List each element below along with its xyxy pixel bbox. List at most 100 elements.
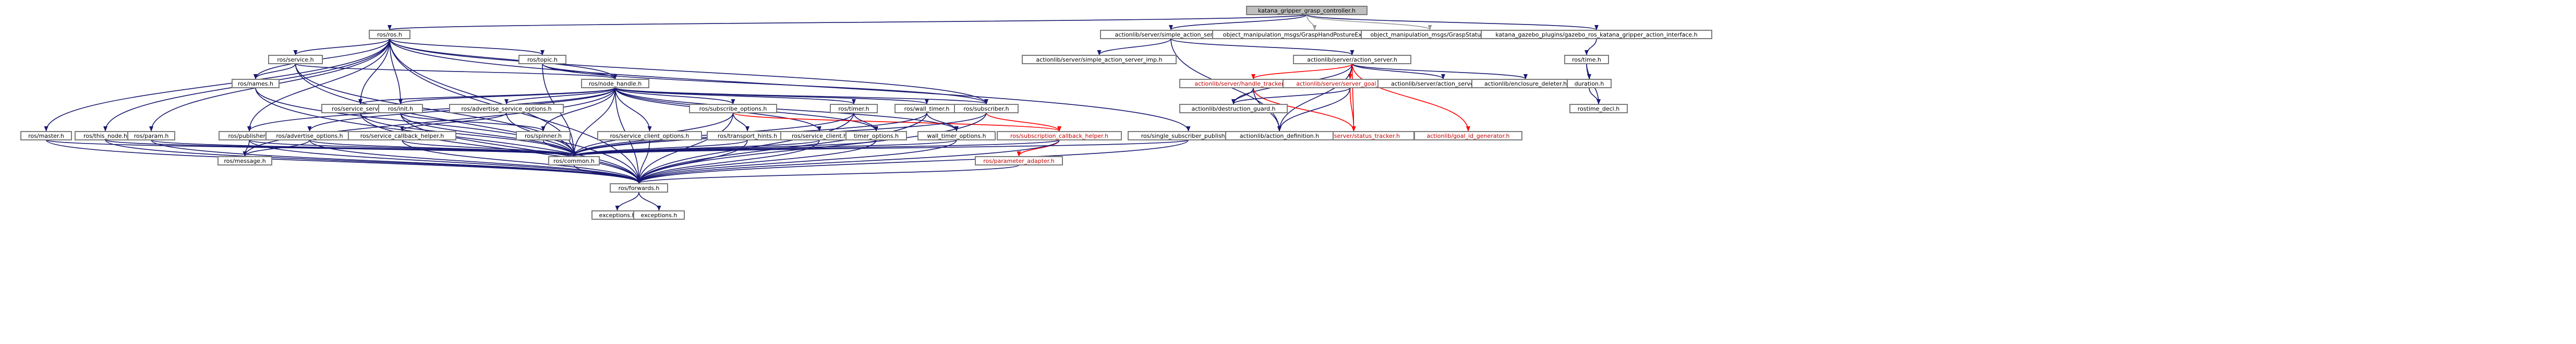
edge-ros-srv-cb-helper-to-ros-common <box>402 139 576 157</box>
edge-ros-master-to-ros-forwards <box>45 139 641 184</box>
node-box <box>268 55 323 64</box>
node-box <box>348 131 456 140</box>
node-label: object_manipulation_msgs/GraspStatus.h <box>1370 31 1489 38</box>
node-box <box>232 79 280 88</box>
node-label: actionlib/goal_id_generator.h <box>1427 133 1510 139</box>
node-box <box>917 131 996 140</box>
node-ros-common[interactable]: ros/common.h <box>548 156 600 165</box>
edge-ros-srv-cb-helper-to-ros-forwards <box>402 139 641 184</box>
node-box <box>581 79 649 88</box>
node-ros-adv-opts[interactable]: ros/advertise_options.h <box>265 131 354 140</box>
node-ros-param-adapter[interactable]: ros/parameter_adapter.h <box>975 156 1063 165</box>
edge-ros-service-to-ros-names <box>253 63 296 79</box>
node-label: exceptions.h <box>641 212 678 219</box>
node-label: ros/single_subscriber_publisher.h <box>1141 133 1236 139</box>
edge-ros-duration-to-rostime-decl <box>1589 87 1601 104</box>
node-root[interactable]: katana_gripper_grasp_controller.h <box>1246 6 1368 15</box>
edge-al-action-server-to-al-enc-del <box>1351 63 1528 79</box>
node-ros-wall-timer-opts[interactable]: wall_timer_options.h <box>917 131 996 140</box>
node-box <box>633 210 685 220</box>
node-ros-forwards[interactable]: ros/forwards.h <box>610 183 668 193</box>
node-ros-init[interactable]: ros/init.h <box>378 104 423 113</box>
node-al-action-server[interactable]: actionlib/server/action_server.h <box>1293 55 1411 64</box>
node-ros-service[interactable]: ros/service.h <box>268 55 323 64</box>
node-rostime-decl[interactable]: rostime_decl.h <box>1569 104 1628 113</box>
edge-ros-node-handle-to-ros-service-server <box>358 87 616 104</box>
node-ros-service-client[interactable]: ros/service_client.h <box>780 131 858 140</box>
edge-ros-node-handle-to-ros-spinner <box>541 87 616 132</box>
edge-ros-ros-to-ros-service <box>293 38 390 55</box>
node-ros-spinner[interactable]: ros/spinner.h <box>516 131 571 140</box>
node-al-sas-imp[interactable]: actionlib/server/simple_action_server_im… <box>1022 55 1177 64</box>
node-label: katana_gripper_grasp_controller.h <box>1258 7 1356 14</box>
node-label: duration.h <box>1575 80 1604 87</box>
node-ros-duration[interactable]: duration.h <box>1567 79 1612 88</box>
node-box <box>597 131 702 140</box>
node-box <box>369 30 410 39</box>
edge-root-to-om-gs <box>1306 14 1432 30</box>
node-ros-wall-timer[interactable]: ros/wall_timer.h <box>894 104 959 113</box>
node-al-goal-id-gen[interactable]: actionlib/goal_id_generator.h <box>1414 131 1522 140</box>
node-label: timer_options.h <box>854 133 899 139</box>
node-label: actionlib/server/simple_action_server_im… <box>1036 56 1163 63</box>
node-label: ros/common.h <box>553 158 595 164</box>
edge-ros-node-handle-to-ros-init <box>398 87 616 104</box>
edge-root-to-al-sas <box>1169 14 1308 30</box>
edge-ros-node-handle-to-ros-publisher <box>247 87 616 132</box>
edge-ros-init-to-ros-common <box>400 112 576 157</box>
edge-ros-single-sub-pub-to-ros-common <box>572 139 1189 157</box>
node-ros-names[interactable]: ros/names.h <box>232 79 280 88</box>
node-ros-transport-hints[interactable]: ros/transport_hints.h <box>707 131 788 140</box>
edge-ros-node-handle-to-ros-timer <box>614 87 856 104</box>
node-ros-timer-opts[interactable]: timer_options.h <box>845 131 907 140</box>
node-box <box>1225 131 1334 140</box>
node-al-action-def[interactable]: actionlib/action_definition.h <box>1225 131 1334 140</box>
node-al-sas[interactable]: actionlib/server/simple_action_server.h <box>1100 30 1242 39</box>
edge-ros-service-server-to-ros-forwards <box>360 112 641 184</box>
edge-ros-single-sub-pub-to-ros-forwards <box>637 139 1189 184</box>
node-ros-node-handle[interactable]: ros/node_handle.h <box>581 79 649 88</box>
edge-ros-param-to-ros-common <box>151 139 576 157</box>
edge-ros-ros-to-ros-master <box>44 38 390 132</box>
edge-ros-topic-to-ros-node-handle <box>542 63 618 79</box>
node-ros-param[interactable]: ros/param.h <box>127 131 175 140</box>
node-ros-this-node[interactable]: ros/this_node.h <box>75 131 136 140</box>
node-ros-subscriber[interactable]: ros/subscriber.h <box>954 104 1019 113</box>
node-ros-sub-opts[interactable]: ros/subscribe_options.h <box>689 104 777 113</box>
node-ros-master[interactable]: ros/master.h <box>20 131 72 140</box>
node-box <box>1179 104 1288 113</box>
edge-ros-service-server-to-ros-common <box>360 112 576 157</box>
edge-ros-init-to-ros-forwards <box>400 112 641 184</box>
node-ros-adv-srv-opts[interactable]: ros/advertise_service_options.h <box>449 104 564 113</box>
node-box <box>1246 6 1368 15</box>
node-label: actionlib/server/action_server.h <box>1307 56 1397 63</box>
node-box <box>1567 79 1612 88</box>
node-label: actionlib/server/simple_action_server.h <box>1115 31 1227 38</box>
node-kg-action[interactable]: katana_gazebo_plugins/gazebo_ros_katana_… <box>1481 30 1712 39</box>
node-label: ros/service_client.h <box>792 133 847 139</box>
node-label: ros/service_callback_helper.h <box>360 133 444 139</box>
node-ros-ros[interactable]: ros/ros.h <box>369 30 410 39</box>
node-exceptions2[interactable]: exceptions.h <box>633 210 685 220</box>
node-ros-sub-cb-helper[interactable]: ros/subscription_callback_helper.h <box>997 131 1122 140</box>
edge-ros-service-client-to-ros-forwards <box>637 139 820 184</box>
node-ros-message[interactable]: ros/message.h <box>217 156 272 165</box>
node-label: ros/advertise_service_options.h <box>461 105 551 112</box>
node-label: ros/topic.h <box>527 56 558 63</box>
node-label: ros/names.h <box>238 80 273 87</box>
edge-ros-ros-to-ros-subscriber <box>389 38 988 104</box>
node-ros-srv-client-opts[interactable]: ros/service_client_options.h <box>597 131 702 140</box>
node-ros-srv-cb-helper[interactable]: ros/service_callback_helper.h <box>348 131 456 140</box>
node-om-gs[interactable]: object_manipulation_msgs/GraspStatus.h <box>1361 30 1499 39</box>
node-ros-time[interactable]: ros/time.h <box>1564 55 1609 64</box>
edge-kg-action-to-ros-time <box>1585 38 1597 55</box>
node-ros-timer[interactable]: ros/timer.h <box>830 104 878 113</box>
node-al-destr-guard[interactable]: actionlib/destruction_guard.h <box>1179 104 1288 113</box>
edge-ros-service-to-ros-node-handle <box>295 63 618 79</box>
node-ros-topic[interactable]: ros/topic.h <box>518 55 566 64</box>
node-label: ros/this_node.h <box>83 133 127 139</box>
edge-ros-node-handle-to-ros-subscriber <box>614 87 988 104</box>
node-box <box>997 131 1122 140</box>
node-al-enc-del[interactable]: actionlib/enclosure_deleter.h <box>1471 79 1580 88</box>
